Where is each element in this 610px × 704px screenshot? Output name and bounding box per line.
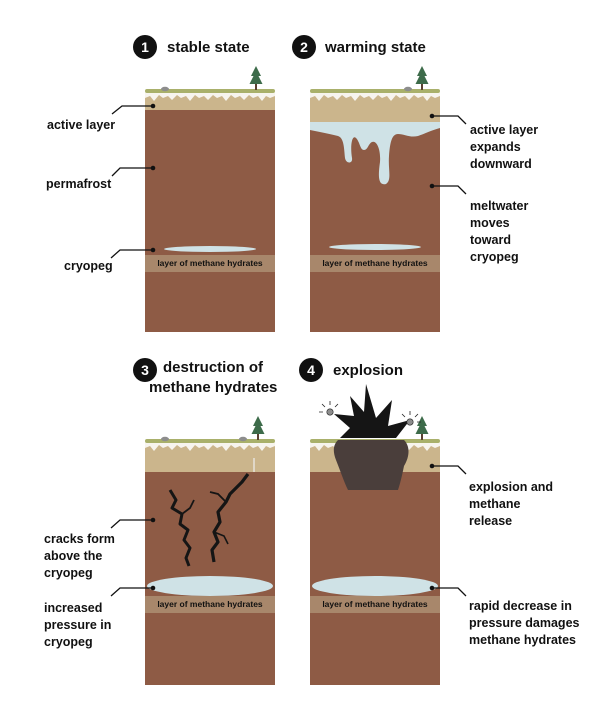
label-explosion-release: explosion and methane release: [469, 480, 557, 528]
cryopeg-swollen: [147, 576, 273, 596]
label-permafrost: permafrost: [46, 177, 112, 191]
panel-1: 1 stable state layer of methane hydrates…: [46, 35, 275, 332]
step-number: 4: [307, 362, 315, 378]
crack-right: [210, 473, 250, 563]
rock: [161, 436, 169, 442]
grass-strip: [145, 89, 275, 93]
crack-left: [168, 489, 192, 567]
panel-2-column: layer of methane hydrates: [310, 66, 440, 332]
panel-4-column: layer of methane hydrates: [310, 384, 440, 685]
frost-edge: [145, 92, 275, 101]
panel-3-heading: 3 destruction of methane hydrates: [133, 358, 277, 396]
panel-4-callouts: explosion and methane release rapid decr…: [429, 463, 583, 647]
methane-hydrate-layer-label: layer of methane hydrates: [157, 599, 263, 609]
grass-strip: [310, 89, 440, 93]
label-cryopeg: cryopeg: [64, 259, 113, 273]
panel-2-callouts: active layer expands downward meltwater …: [429, 113, 542, 264]
label-meltwater: meltwater moves toward cryopeg: [470, 199, 532, 264]
crack-branch: [209, 491, 227, 503]
panel-1-column: layer of methane hydrates: [145, 66, 275, 332]
step-number-badge: [133, 35, 157, 59]
step-number: 1: [141, 39, 149, 55]
rock: [239, 436, 247, 442]
panel-title: destruction of methane hydrates: [149, 359, 277, 396]
frost-edge: [145, 442, 275, 451]
methane-hydrate-layer-label: layer of methane hydrates: [322, 599, 428, 609]
crack-branch: [213, 531, 229, 545]
panel-1-callouts: active layer permafrost cryopeg: [46, 103, 156, 273]
methane-hydrate-layer: [310, 596, 440, 613]
permafrost-layer: [145, 110, 275, 332]
rock: [161, 86, 169, 92]
tree-icon: [251, 416, 265, 440]
step-number: 3: [141, 362, 149, 378]
methane-hydrate-layer: [145, 255, 275, 272]
panel-title: warming state: [324, 39, 426, 56]
label-active-layer-expands: active layer expands downward: [470, 123, 542, 171]
panel-3-column: layer of methane hydrates: [145, 416, 275, 685]
methane-hydrate-layer: [145, 596, 275, 613]
panel-2-heading: 2 warming state: [292, 35, 426, 59]
panel-4: 4 explosion layer of methane hydrates: [299, 358, 583, 685]
tree-icon: [249, 66, 263, 90]
label-active-layer: active layer: [47, 118, 115, 132]
methane-hydrate-layer-label: layer of methane hydrates: [157, 258, 263, 268]
panel-1-heading: 1 stable state: [133, 35, 250, 59]
label-rapid-decrease: rapid decrease in pressure damages metha…: [469, 599, 583, 647]
panel-3: 3 destruction of methane hydrates: [44, 358, 277, 685]
label-cracks-form: cracks form above the cryopeg: [44, 532, 118, 580]
panel-title: explosion: [333, 362, 403, 379]
cryopeg-lens: [329, 244, 421, 250]
crack-branch: [181, 499, 195, 515]
label-increased-pressure: increased pressure in cryopeg: [44, 601, 115, 649]
meltwater-drips: [310, 122, 440, 185]
step-number: 2: [300, 39, 308, 55]
flying-debris-icon: [319, 401, 421, 426]
cryopeg-lens: [164, 246, 256, 252]
panel-4-heading: 4 explosion: [299, 358, 403, 382]
methane-hydrate-layer: [310, 255, 440, 272]
cryopeg-swollen: [312, 576, 438, 596]
step-number-badge: [299, 358, 323, 382]
ejected-plug: [333, 440, 409, 490]
permafrost-layer: [310, 122, 440, 332]
frost-edge: [310, 92, 440, 101]
panel-3-callouts: cracks form above the cryopeg increased …: [44, 517, 156, 649]
panel-2: 2 warming state layer of methane hydrate…: [292, 35, 542, 332]
explosion-burst-icon: [334, 384, 410, 438]
methane-hydrate-layer-label: layer of methane hydrates: [322, 258, 428, 268]
step-number-badge: [292, 35, 316, 59]
rock: [404, 86, 412, 92]
panel-title: stable state: [167, 39, 250, 56]
tree-icon: [415, 416, 429, 440]
step-number-badge: [133, 358, 157, 382]
tree-icon: [415, 66, 429, 90]
